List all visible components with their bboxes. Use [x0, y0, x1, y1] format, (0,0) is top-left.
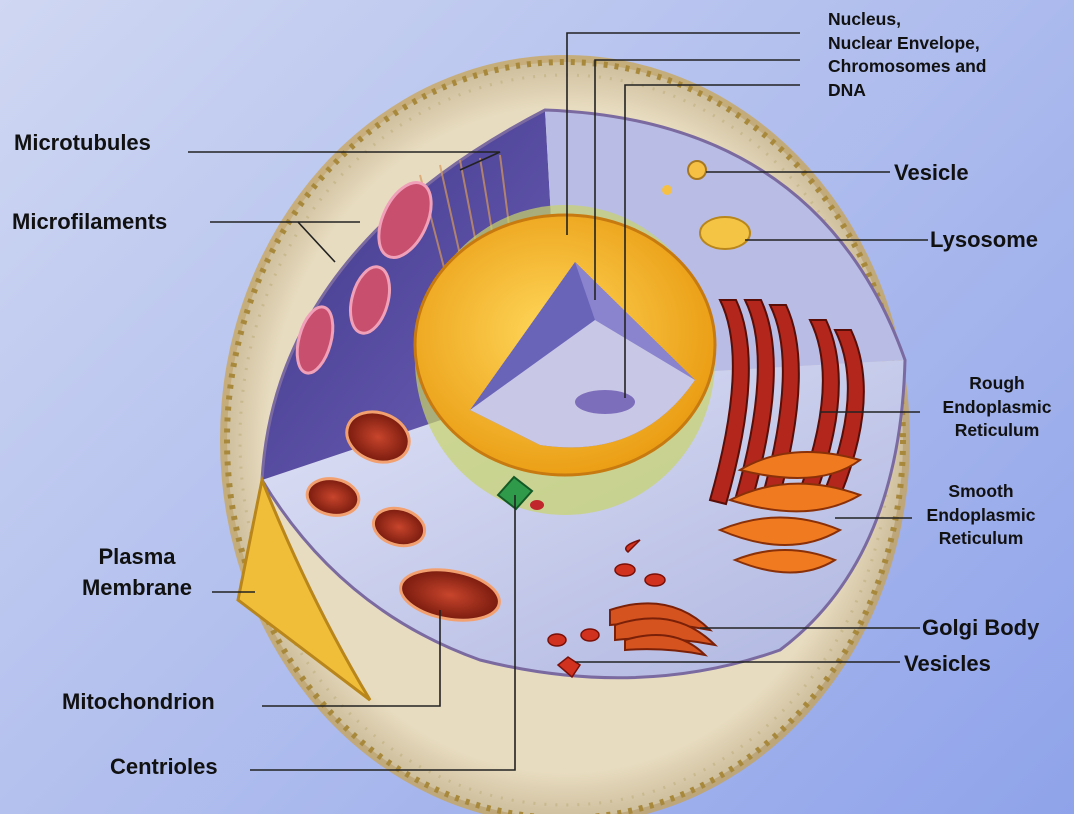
label-lysosome: Lysosome [930, 228, 1038, 253]
label-vesicle: Vesicle [894, 161, 969, 186]
lysosome-organelle [700, 217, 750, 249]
label-smooth-er: Smooth Endoplasmic Reticulum [906, 480, 1056, 551]
label-centrioles: Centrioles [110, 755, 218, 780]
label-microtubules: Microtubules [14, 131, 151, 156]
label-smooth-er-line3: Reticulum [906, 527, 1056, 551]
label-chromosomes: Chromosomes and [828, 55, 987, 79]
label-smooth-er-line2: Endoplasmic [906, 504, 1056, 528]
label-vesicles: Vesicles [904, 652, 991, 677]
label-plasma-membrane: Plasma Membrane [62, 545, 212, 600]
label-rough-er-line3: Reticulum [922, 419, 1072, 443]
nucleus [415, 205, 715, 515]
label-rough-er-line1: Rough [922, 372, 1072, 396]
chromatin [575, 390, 635, 414]
label-rough-er: Rough Endoplasmic Reticulum [922, 372, 1072, 443]
label-nuclear-envelope: Nuclear Envelope, [828, 32, 987, 56]
label-nucleus: Nucleus, [828, 8, 987, 32]
label-nucleus-group: Nucleus, Nuclear Envelope, Chromosomes a… [828, 8, 987, 103]
label-smooth-er-line1: Smooth [906, 480, 1056, 504]
label-plasma-line2: Membrane [62, 576, 212, 601]
label-golgi-body: Golgi Body [922, 616, 1039, 641]
label-microfilaments: Microfilaments [12, 210, 167, 235]
label-rough-er-line2: Endoplasmic [922, 396, 1072, 420]
label-mitochondrion: Mitochondrion [62, 690, 215, 715]
label-dna: DNA [828, 79, 987, 103]
label-plasma-line1: Plasma [62, 545, 212, 570]
